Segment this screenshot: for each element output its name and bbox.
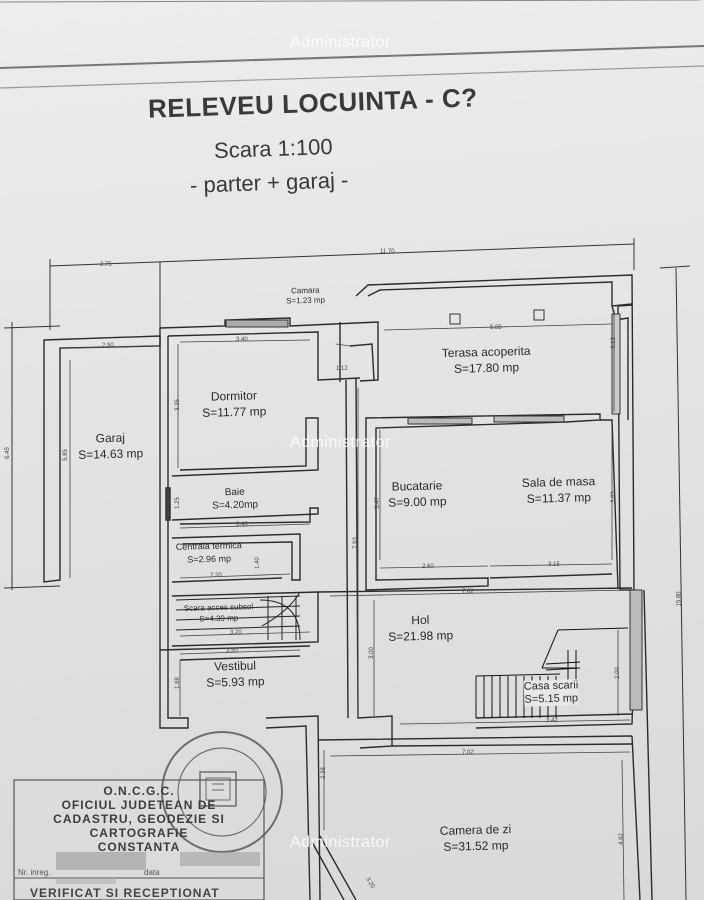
redaction-blur [56, 852, 146, 870]
room-area: S=4.39 mp [199, 613, 239, 624]
crease-line [0, 45, 704, 69]
dim-label: 3.35 [174, 399, 181, 411]
stamp-date-label: data [144, 868, 160, 877]
room-area: S=9.00 mp [388, 494, 447, 510]
page-edge [0, 0, 701, 3]
room-name: Camera de zi [439, 822, 512, 838]
dim-label: 7.93 [352, 537, 359, 549]
dim-line-right [675, 267, 687, 900]
stamp-line: CADASTRU, GEODEZIE SI [53, 812, 225, 826]
dim-label: 5.85 [490, 325, 502, 331]
plan-subtitle: - parter + garaj - [189, 167, 349, 198]
stamp-line: CARTOGRAFIE [89, 826, 189, 840]
dim-label: 11.70 [380, 249, 395, 255]
stamp-verified: VERIFICAT SI RECEPTIONAT [30, 886, 220, 900]
dim-label: 6.45 [4, 447, 11, 459]
header-rule [0, 65, 704, 89]
dim-label: 1.12 [336, 366, 348, 372]
room-terasa: Terasa acoperita S=17.80 mp [442, 343, 532, 377]
room-baie: Baie S=4.20mp [212, 485, 259, 512]
dim-label: 2.60 [422, 564, 434, 570]
dim-label: 2.20 [210, 573, 222, 579]
stamp-line: O.N.C.G.C. [103, 784, 175, 798]
dim-label: 2.90 [102, 343, 114, 349]
room-area: S=31.52 mp [443, 838, 509, 854]
room-area: S=4.20mp [212, 499, 259, 512]
dim-label: 3.43 [236, 522, 248, 528]
room-name: Bucatarie [391, 478, 443, 494]
dim-label: 7.02 [462, 589, 474, 595]
dim-label: 3.63 [610, 491, 617, 503]
dim-label: 2.00 [614, 667, 621, 679]
dim-label: 3.47 [374, 497, 381, 509]
dim-label: 3.40 [236, 337, 248, 343]
dim-label: 4.82 [618, 833, 625, 845]
room-name: Sala de masa [521, 474, 596, 490]
room-scara-acces-subsol: Scara acces subsol S=4.39 mp [184, 601, 254, 625]
room-centrala-termica: Centrala termica S=2.96 mp [176, 539, 243, 567]
dim-label: 15.80 [676, 591, 683, 607]
room-area: S=17.80 mp [453, 360, 520, 376]
room-area: S=5.15 mp [524, 692, 579, 706]
stamp-text: O.N.C.G.C. OFICIUL JUDETEAN DE CADASTRU,… [24, 784, 254, 854]
dim-label: 1.40 [254, 557, 261, 569]
room-camara: Camara S=1.23 mp [286, 285, 325, 306]
room-hol: Hol S=21.98 mp [388, 611, 454, 645]
dim-label: 5.85 [62, 449, 69, 461]
dim-label: 3.50 [226, 648, 238, 654]
watermark: Administrator [290, 834, 391, 851]
dim-label: 7.02 [462, 750, 474, 756]
room-bucatarie: Bucatarie S=9.00 mp [388, 477, 447, 511]
redaction-blur [180, 852, 260, 866]
watermark: Administrator [290, 434, 391, 451]
room-casa-scarii: Casa scarii S=5.15 mp [523, 679, 579, 707]
room-name: Dormitor [210, 388, 258, 404]
stamp-box [13, 779, 265, 900]
dim-label: 3.00 [368, 647, 375, 659]
dim-label: 3.75 [100, 262, 112, 268]
room-sala-de-masa: Sala de masa S=11.37 mp [522, 473, 596, 507]
plan-scale: Scara 1:100 [213, 133, 334, 164]
dim-label: 3.42 [546, 718, 558, 724]
room-area: S=11.37 mp [526, 490, 592, 506]
room-area: S=14.63 mp [78, 446, 144, 462]
room-vestibul: Vestibul S=5.93 mp [206, 657, 265, 691]
room-area: S=21.98 mp [388, 628, 454, 644]
dim-label: 1.88 [174, 677, 181, 689]
room-dormitor: Dormitor S=11.77 mp [202, 387, 267, 421]
dim-label: 1.25 [174, 497, 181, 509]
room-name: Vestibul [213, 658, 257, 674]
watermark: Administrator [290, 34, 391, 51]
room-name: Garaj [95, 430, 126, 446]
room-name: Hol [411, 612, 430, 628]
room-area: S=1.23 mp [286, 295, 326, 306]
dim-line-top [49, 243, 635, 267]
room-camera-de-zi: Camera de zi S=31.52 mp [440, 821, 512, 855]
room-name: Baie [224, 486, 245, 499]
stamp-nr-label: Nr. inreg. [18, 868, 51, 877]
room-name: Centrala termica [175, 540, 242, 552]
room-area: S=11.77 mp [202, 404, 267, 420]
dim-label: 3.20 [230, 630, 242, 636]
room-garaj: Garaj S=14.63 mp [78, 429, 144, 463]
dim-label: 3.13 [610, 337, 617, 349]
stamp-line: OFICIUL JUDETEAN DE [61, 798, 217, 812]
room-area: S=5.93 mp [206, 674, 265, 690]
room-area: S=2.96 mp [187, 553, 232, 565]
dim-label: 3.15 [548, 562, 560, 568]
stamp-line: CONSTANTA [97, 840, 181, 854]
dim-label: 2.38 [320, 767, 327, 779]
